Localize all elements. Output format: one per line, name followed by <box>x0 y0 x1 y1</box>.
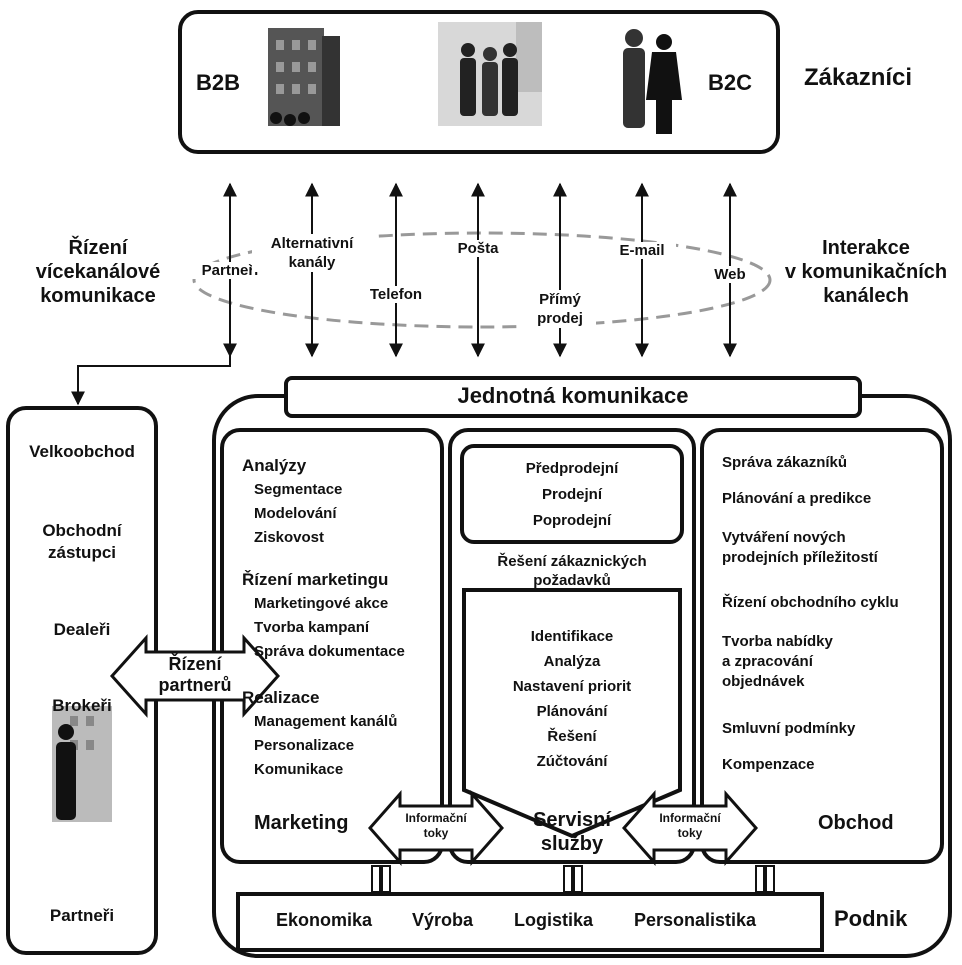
requests-process-arrow <box>462 588 682 839</box>
unified-communication-title: Jednotná komunikace <box>457 383 689 408</box>
sales-item: Řízení obchodního cyklu <box>722 594 899 611</box>
partner-management-arrow <box>109 634 281 718</box>
enterprise-functions-bar <box>236 892 824 952</box>
list-item: Management kanálů <box>254 713 398 730</box>
marketing-management-list: Marketingové akce Tvorba kampaní Správa … <box>254 592 405 664</box>
business-people-icon <box>438 22 542 126</box>
partner-sales-reps: Obchodní zástupci <box>42 521 122 562</box>
sales-title: Obchod <box>818 812 894 834</box>
sales-item: Kompenzace <box>722 756 815 773</box>
marketing-analysis-list: Segmentace Modelování Ziskovost <box>254 478 342 550</box>
phases-box <box>460 444 684 544</box>
list-item: Prodejní <box>541 486 602 503</box>
multichannel-title: Řízení vícekanálové komunikace <box>35 237 161 307</box>
info-flow-arrow-left <box>367 790 505 866</box>
list-item: Poprodejní <box>532 512 612 529</box>
marketing-heading-analysis: Analýzy <box>242 456 307 475</box>
list-item: Personalizace <box>254 737 355 754</box>
partner-wholesale: Velkoobchod <box>29 442 135 461</box>
marketing-panel <box>220 428 444 864</box>
service-requests-title: Řešení zákaznických požadavků <box>497 553 647 589</box>
list-item: Identifikace <box>530 628 614 645</box>
channel-label-email: E-mail <box>608 242 676 259</box>
service-phases-list: Předprodejní Prodejní Poprodejní <box>462 456 682 534</box>
enterprise-economics: Ekonomika <box>276 910 373 930</box>
sales-item: Správa zákazníků <box>722 454 848 471</box>
channel-label-phone: Telefon <box>356 286 436 303</box>
partner-brokers: Brokeři <box>52 696 112 715</box>
marketing-realization-list: Management kanálů Personalizace Komunika… <box>254 710 397 782</box>
channel-label-web: Web <box>706 266 754 283</box>
enterprise-title: Podnik <box>834 906 908 931</box>
list-item: Komunikace <box>254 761 344 778</box>
marketing-heading-realization: Realizace <box>242 688 320 707</box>
list-item: Plánování <box>536 703 608 720</box>
b2b-label: B2B <box>196 70 241 95</box>
enterprise-logistics: Logistika <box>514 910 594 930</box>
list-item: Nastavení priorit <box>512 678 632 695</box>
enterprise-link-arrows <box>371 865 775 893</box>
enterprise-hr: Personalistika <box>634 910 757 930</box>
marketing-heading-management: Řízení marketingu <box>242 570 389 589</box>
channel-label-mail: Pošta <box>448 240 508 257</box>
info-flow-label-left: Informační toky <box>405 811 467 840</box>
list-item: Správa dokumentace <box>254 643 405 660</box>
list-item: Předprodejní <box>525 460 619 477</box>
list-item: Tvorba kampaní <box>254 619 370 636</box>
customer-couple-icon <box>623 29 682 134</box>
channel-interaction-title: Interakce v komunikačních kanálech <box>784 237 948 307</box>
enterprise-production: Výroba <box>412 910 474 930</box>
sales-item: Tvorba nabídky a zpracování objednávek <box>722 633 833 690</box>
list-item: Modelování <box>254 505 337 522</box>
sales-item: Vytváření nových prodejních příležitostí <box>722 529 878 566</box>
partner-partners: Partneři <box>49 906 115 925</box>
partner-dealers: Dealeři <box>53 620 111 639</box>
sales-item: Smluvní podmínky <box>722 720 856 737</box>
sales-item: Plánování a predikce <box>722 490 872 507</box>
partner-management-label: Řízení partnerů <box>158 654 232 695</box>
service-title: Servisní služby <box>533 809 611 855</box>
list-item: Ziskovost <box>254 529 325 546</box>
channel-label-alternative: Alternativní kanály <box>252 234 372 272</box>
info-flow-arrow-right <box>621 790 759 866</box>
partner-businessman-icon <box>52 706 112 822</box>
info-flow-label-right: Informační toky <box>659 811 721 840</box>
list-item: Řešení <box>547 728 597 745</box>
list-item: Segmentace <box>254 481 343 498</box>
channel-label-direct-sales: Přímý prodej <box>524 290 596 328</box>
unified-communication-bar <box>284 376 862 418</box>
service-steps-list: Identifikace Analýza Nastavení priorit P… <box>464 624 680 774</box>
list-item: Marketingové akce <box>254 595 389 612</box>
sales-panel <box>700 428 944 864</box>
customers-title: Zákazníci <box>804 64 913 91</box>
b2c-label: B2C <box>708 70 753 95</box>
partner-connector-arrow <box>71 356 231 406</box>
list-item: Analýza <box>543 653 601 670</box>
channel-label-partners: Partneři <box>190 262 270 279</box>
office-building-icon <box>268 28 340 126</box>
list-item: Zúčtování <box>536 753 608 770</box>
marketing-title: Marketing <box>254 812 349 834</box>
